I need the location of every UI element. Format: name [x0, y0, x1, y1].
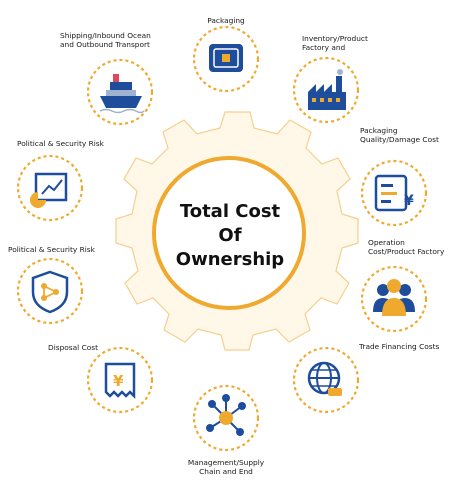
label-shipping: Shipping/Inbound Ocean and Outbound Tran… — [60, 31, 151, 49]
people-icon — [373, 279, 415, 316]
node-operation — [360, 265, 428, 333]
node-disposal: ¥ — [86, 346, 154, 414]
center-circle — [152, 156, 306, 310]
svg-text:¥: ¥ — [113, 372, 124, 390]
label-disposal: Disposal Cost — [48, 343, 99, 352]
label-management: Management/Supply Chain and End — [187, 458, 265, 476]
node-trade-financing — [292, 346, 360, 414]
node-management — [192, 384, 260, 452]
label-inventory: Inventory/Product Factory and — [302, 34, 368, 52]
chart-report-icon — [30, 172, 68, 208]
ship-icon — [99, 74, 145, 114]
label-trade-financing: Trade Financing Costs — [359, 342, 440, 351]
label-political-risk-1: Political & Security Risk — [17, 139, 104, 148]
node-political-risk-1 — [16, 154, 84, 222]
receipt-yen-icon: ¥ — [104, 362, 136, 400]
label-political-risk-2: Political & Security Risk — [8, 245, 95, 254]
network-icon — [206, 394, 246, 436]
node-packaging-quality: ¥ — [360, 159, 428, 227]
center-title-line-1: Total Cost — [179, 201, 281, 222]
factory-icon — [308, 69, 346, 110]
center-title: Total Cost Of Ownership — [160, 200, 300, 272]
node-packaging — [192, 25, 260, 93]
label-packaging: Packaging — [207, 16, 245, 25]
invoice-yen-icon: ¥ — [374, 174, 414, 212]
node-inventory — [292, 56, 360, 124]
yen-tag-icon — [209, 44, 243, 72]
center-title-line-2: Of — [218, 225, 242, 246]
center-title-line-3: Ownership — [175, 249, 285, 270]
node-shipping — [86, 58, 154, 126]
svg-text:¥: ¥ — [404, 193, 414, 209]
globe-hand-icon — [307, 361, 342, 396]
shield-network-icon — [31, 270, 69, 314]
label-operation: Operation Cost/Product Factory — [368, 238, 445, 256]
node-political-risk-2 — [16, 257, 84, 325]
label-packaging-quality: Packaging Quality/Damage Cost — [360, 126, 439, 144]
